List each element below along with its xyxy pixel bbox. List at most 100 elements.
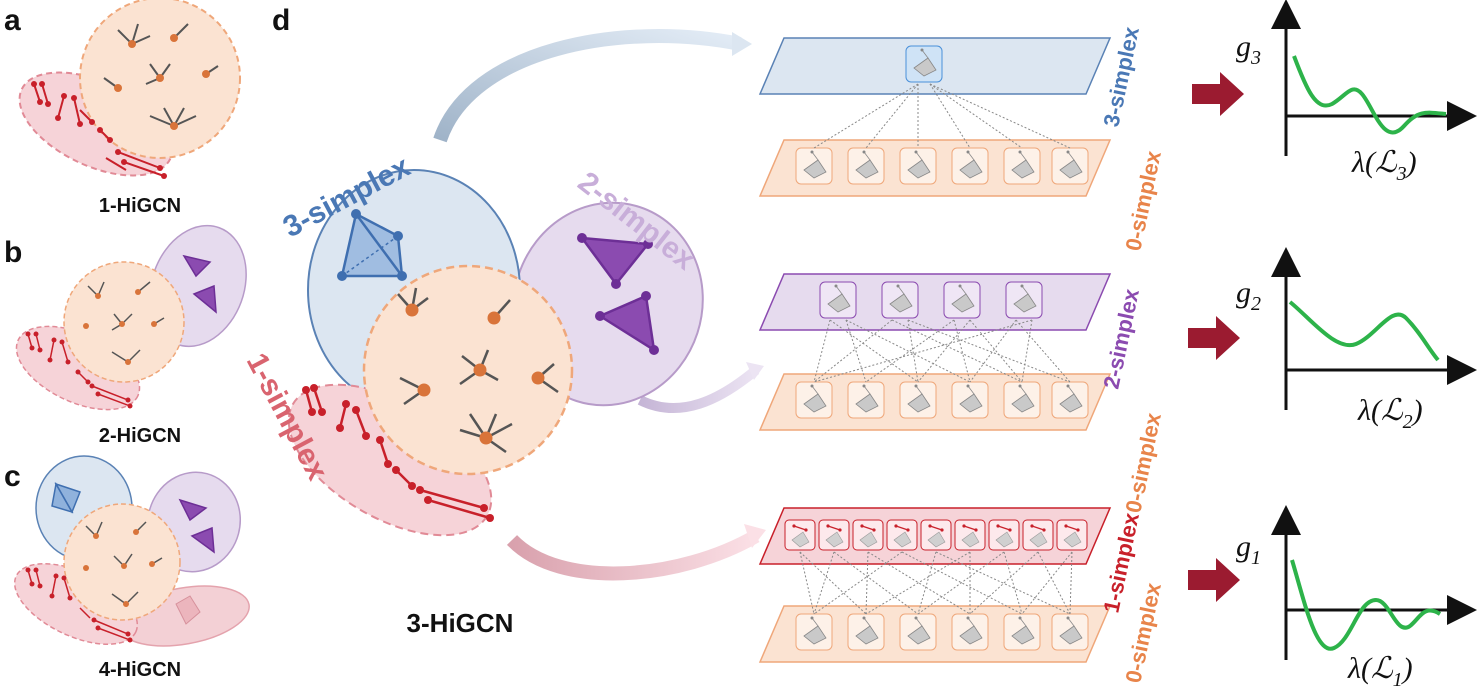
one-simplex-ellipse [13,563,139,645]
connection-line [901,551,1023,615]
lambda1-label: λ(ℒ1) [1347,652,1413,686]
mini-node-mid-4 [1003,381,1041,419]
mini-node-mid-2 [899,381,937,419]
connection-line [917,551,1005,615]
mini-tri-1 [881,281,919,319]
panel-b-diagram [15,224,247,411]
big-tetrahedron [337,209,407,281]
arrow-head-red [744,524,766,548]
connection-line [907,319,1071,383]
mini-tri-2 [943,281,981,319]
lambda3-label: λ(ℒ3) [1351,146,1417,185]
mini-tetra-top [905,45,943,83]
mini-node-bot-2 [899,613,937,651]
mini-node-top-5 [1051,147,1089,185]
arrow-to-one-simplex [506,529,760,581]
connection-line [917,551,937,615]
g1-label: g1 [1236,530,1261,569]
connection-line [813,319,831,383]
mini-edge-4 [920,519,952,551]
panel-b-title: 2-HiGCN [99,425,181,447]
connection-line [865,319,955,383]
layer-bottom-lower-label: 0-simplex [1120,580,1166,685]
layer-stacks [758,37,1112,663]
connection-line [813,551,835,615]
mini-node-bot-3 [951,613,989,651]
connection-line [891,319,1023,383]
connection-line [845,319,867,383]
big-zero-simplex-circle [362,264,574,476]
panel-a-title: 1-HiGCN [99,195,181,217]
mini-edge-6 [988,519,1020,551]
panel-b-letter: b [4,236,22,269]
connection-line [907,319,919,383]
g2-label: g2 [1236,276,1261,315]
filter-arrows [1188,72,1244,602]
connection-line [917,319,971,383]
connection-line [929,83,1071,149]
big-triangles [579,236,656,353]
connection-line [969,551,1039,615]
panel-d-diagram: 3-simplex 2-simplex 1-simplex [240,29,766,581]
mini-edge-1 [818,519,850,551]
connection-line [799,551,867,615]
mini-edge-8 [1056,519,1088,551]
connection-line [1021,319,1033,383]
filter-plot-1: g1 λ(ℒ1) [1236,505,1477,686]
filter-plot-2: g2 λ(ℒ2) [1236,247,1477,433]
mini-node-mid-1 [847,381,885,419]
connection-line [813,319,893,383]
mini-node-top-2 [899,147,937,185]
layer-middle-upper [758,273,1112,331]
connection-line [1021,551,1073,615]
mini-tri-3 [1005,281,1043,319]
layer-middle-upper-label: 2-simplex [1098,286,1144,391]
connection-line [799,551,815,615]
mini-node-mid-5 [1051,381,1089,419]
layer-top-lower-label: 0-simplex [1120,148,1166,253]
connection-line [833,551,919,615]
filter-curve-2 [1288,300,1440,362]
mini-node-top-0 [795,147,833,185]
arrow-to-three-simplex [433,29,742,143]
panel-d-title: 3-HiGCN [407,608,514,638]
connection-line [935,551,1071,615]
connection-line [829,319,919,383]
panel-d-letter: d [272,4,290,37]
filter-curve-1 [1290,559,1442,651]
mini-node-bot-5 [1051,613,1089,651]
mini-node-top-1 [847,147,885,185]
mini-edge-7 [1022,519,1054,551]
mini-node-bot-0 [795,613,833,651]
panel-a-letter: a [4,4,21,37]
filter-arrow-top [1192,72,1244,116]
mini-node-mid-0 [795,381,833,419]
connection-line [813,551,903,615]
filter-curve-3 [1292,55,1447,135]
arrow-head-purple [746,362,764,380]
mini-node-mid-3 [951,381,989,419]
panel-c-diagram [13,455,250,647]
layer-middle-lower-label: 0-simplex [1120,410,1166,515]
panel-c-title: 4-HiGCN [99,659,181,681]
panel-c-letter: c [4,460,21,493]
connection-line [1003,551,1023,615]
arrow-to-two-simplex [637,366,760,413]
filter-arrow-middle [1188,316,1240,360]
mini-tri-0 [819,281,857,319]
g3-label: g3 [1236,30,1261,69]
mini-edge-5 [954,519,986,551]
mini-node-bot-1 [847,613,885,651]
mini-node-top-3 [951,147,989,185]
connection-line [953,319,971,383]
panel-a-diagram [18,0,241,179]
connection-line [845,319,971,383]
mini-edge-0 [784,519,816,551]
connection-line [929,83,1023,149]
mini-edge-2 [852,519,884,551]
connection-line [865,551,971,615]
connection-line [929,83,971,149]
connection-line [969,319,1023,383]
